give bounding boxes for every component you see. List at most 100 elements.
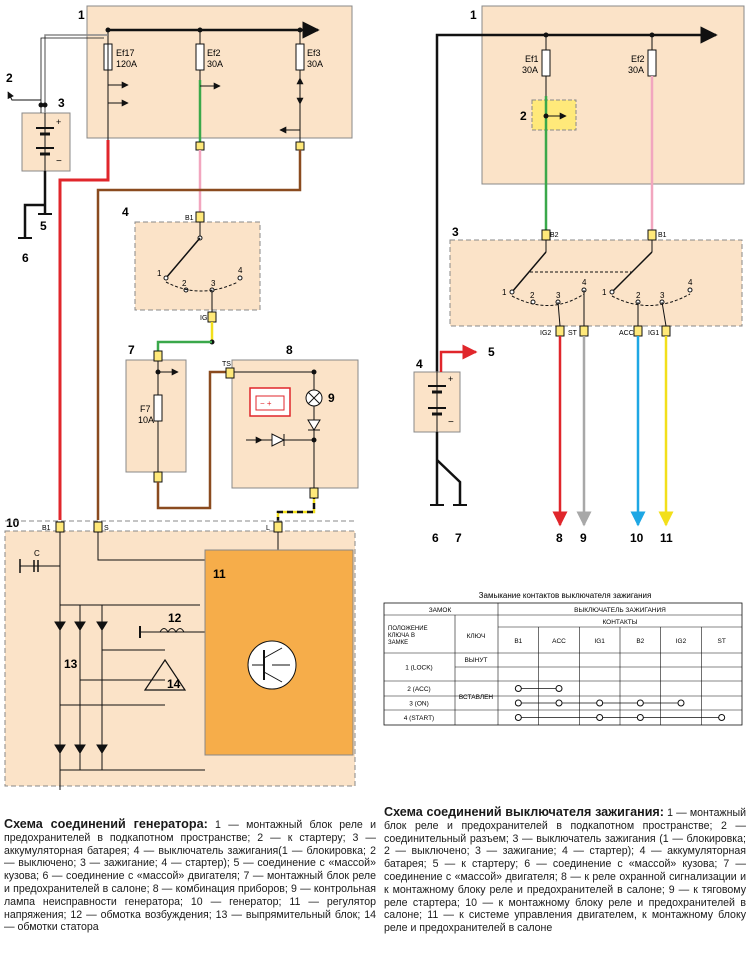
fuse-ef2: Ef2 30A — [195, 27, 223, 143]
row-position: 3 (ON) — [409, 701, 429, 708]
svg-text:S: S — [104, 525, 109, 532]
svg-text:3: 3 — [452, 225, 459, 239]
caption-generator-body: 1 — монтажный блок реле и предохранителе… — [4, 819, 376, 934]
caption-generator: Схема соединений генератора: 1 — монтажн… — [4, 818, 376, 934]
svg-text:9: 9 — [328, 391, 335, 405]
svg-text:F7: F7 — [140, 404, 151, 414]
svg-text:1: 1 — [470, 8, 477, 22]
table-title: Замыкание контактов выключателя зажигани… — [479, 591, 652, 600]
svg-text:4: 4 — [416, 357, 423, 371]
svg-text:3: 3 — [556, 291, 561, 300]
svg-text:10: 10 — [630, 531, 644, 545]
svg-text:B1: B1 — [185, 215, 194, 222]
row-position: 2 (ACC) — [407, 686, 430, 693]
svg-text:3: 3 — [211, 279, 216, 288]
position-header: ПОЛОЖЕНИЕ КЛЮЧА В ЗАМКЕ — [388, 626, 429, 646]
svg-text:30A: 30A — [522, 65, 538, 75]
generator: 10 B1 S L C — [4, 516, 356, 790]
svg-text:4: 4 — [238, 266, 243, 275]
contact-header-b2: B2 — [636, 638, 644, 645]
svg-text:2: 2 — [182, 279, 187, 288]
row-position: 1 (LOCK) — [405, 665, 432, 672]
svg-text:ACC: ACC — [619, 330, 634, 337]
svg-text:30A: 30A — [307, 59, 323, 69]
wiring-diagram: 1 Ef17 120A Ef2 30A Ef3 — [4, 5, 745, 790]
svg-text:1: 1 — [602, 288, 607, 297]
generator-wiring-diagram: 1 Ef17 120A Ef2 30A Ef3 — [4, 5, 359, 790]
svg-text:−: − — [448, 417, 454, 428]
closed-contact — [514, 699, 522, 707]
position-header-l2: КЛЮЧА В — [388, 633, 415, 639]
svg-text:4: 4 — [122, 205, 129, 219]
connector-2 — [531, 99, 577, 131]
contact-header-b1: B1 — [514, 638, 522, 645]
instrument-cluster: 8 TS 9 − + — [222, 343, 359, 499]
svg-text:13: 13 — [64, 657, 78, 671]
fuse-relay-block-engine-bay-right — [481, 5, 745, 185]
caption-ignition-switch: Схема соединений выключателя зажигания: … — [384, 806, 746, 935]
svg-text:IG2: IG2 — [540, 330, 551, 337]
svg-text:Ef17: Ef17 — [116, 48, 135, 58]
contact-header-acc: ACC — [552, 638, 566, 645]
contact-header-st: ST — [718, 638, 726, 645]
svg-text:6: 6 — [432, 531, 439, 545]
closed-contact — [555, 699, 563, 707]
svg-text:4: 4 — [688, 278, 693, 287]
svg-text:2: 2 — [6, 71, 13, 85]
svg-text:5: 5 — [40, 219, 47, 233]
caption-ignition-body: 1 — монтажный блок реле и предохранителе… — [384, 807, 747, 935]
svg-text:Ef2: Ef2 — [631, 54, 645, 64]
svg-text:5: 5 — [488, 345, 495, 359]
svg-text:B2: B2 — [550, 232, 559, 239]
svg-text:12: 12 — [168, 611, 182, 625]
svg-text:C: C — [34, 549, 40, 558]
closed-contact — [677, 699, 685, 707]
closed-contact — [514, 714, 522, 721]
svg-text:B1: B1 — [42, 525, 51, 532]
svg-text:ВЫКЛЮЧАТЕЛЬ ЗАЖИГАНИЯ: ВЫКЛЮЧАТЕЛЬ ЗАЖИГАНИЯ — [574, 607, 666, 614]
closed-contact — [514, 685, 522, 692]
svg-text:9: 9 — [580, 531, 587, 545]
svg-text:+: + — [448, 374, 453, 384]
battery-right: 4 + − — [413, 357, 461, 433]
svg-text:B1: B1 — [658, 232, 667, 239]
battery: 3 + − — [21, 96, 71, 172]
closed-contact — [636, 699, 644, 707]
svg-text:− +: − + — [260, 399, 272, 408]
svg-text:14: 14 — [167, 677, 181, 691]
battery-warning-icon — [249, 387, 291, 417]
caption-generator-title: Схема соединений генератора: — [4, 817, 208, 831]
svg-text:6: 6 — [22, 251, 29, 265]
ignition-switch-wiring-diagram: 1 Ef1 30A Ef2 30A 2 3 B2 — [413, 5, 745, 545]
closed-contact — [596, 699, 604, 707]
svg-text:ЗАМОК: ЗАМОК — [429, 607, 452, 614]
fuse-ef3: Ef3 30A — [279, 27, 323, 143]
svg-text:1: 1 — [157, 269, 162, 278]
fuse-ef17: Ef17 120A — [103, 27, 137, 140]
fuse-ef1: Ef1 30A — [522, 35, 551, 96]
closed-contact — [596, 714, 604, 721]
svg-text:30A: 30A — [628, 65, 644, 75]
svg-text:11: 11 — [213, 567, 226, 581]
svg-text:IG: IG — [200, 315, 207, 322]
svg-text:Ef2: Ef2 — [207, 48, 221, 58]
svg-text:Ef3: Ef3 — [307, 48, 321, 58]
closed-contact — [718, 714, 726, 721]
svg-text:3: 3 — [660, 291, 665, 300]
svg-text:+: + — [56, 117, 61, 127]
svg-text:3: 3 — [58, 96, 65, 110]
svg-text:8: 8 — [556, 531, 563, 545]
svg-text:КЛЮЧ: КЛЮЧ — [467, 633, 486, 640]
fuse-relay-block-engine-bay — [86, 5, 353, 139]
svg-text:L: L — [266, 525, 270, 532]
svg-text:7: 7 — [455, 531, 462, 545]
contacts-table: Замыкание контактов выключателя зажигани… — [383, 591, 743, 726]
closed-contact — [636, 714, 644, 721]
svg-text:120A: 120A — [116, 59, 137, 69]
contact-header-ig1: IG1 — [594, 638, 605, 645]
svg-text:Ef1: Ef1 — [525, 54, 539, 64]
svg-text:8: 8 — [286, 343, 293, 357]
svg-text:TS: TS — [222, 361, 231, 368]
row-key: ВЫНУТ — [465, 657, 488, 664]
svg-text:КОНТАКТЫ: КОНТАКТЫ — [602, 619, 637, 626]
